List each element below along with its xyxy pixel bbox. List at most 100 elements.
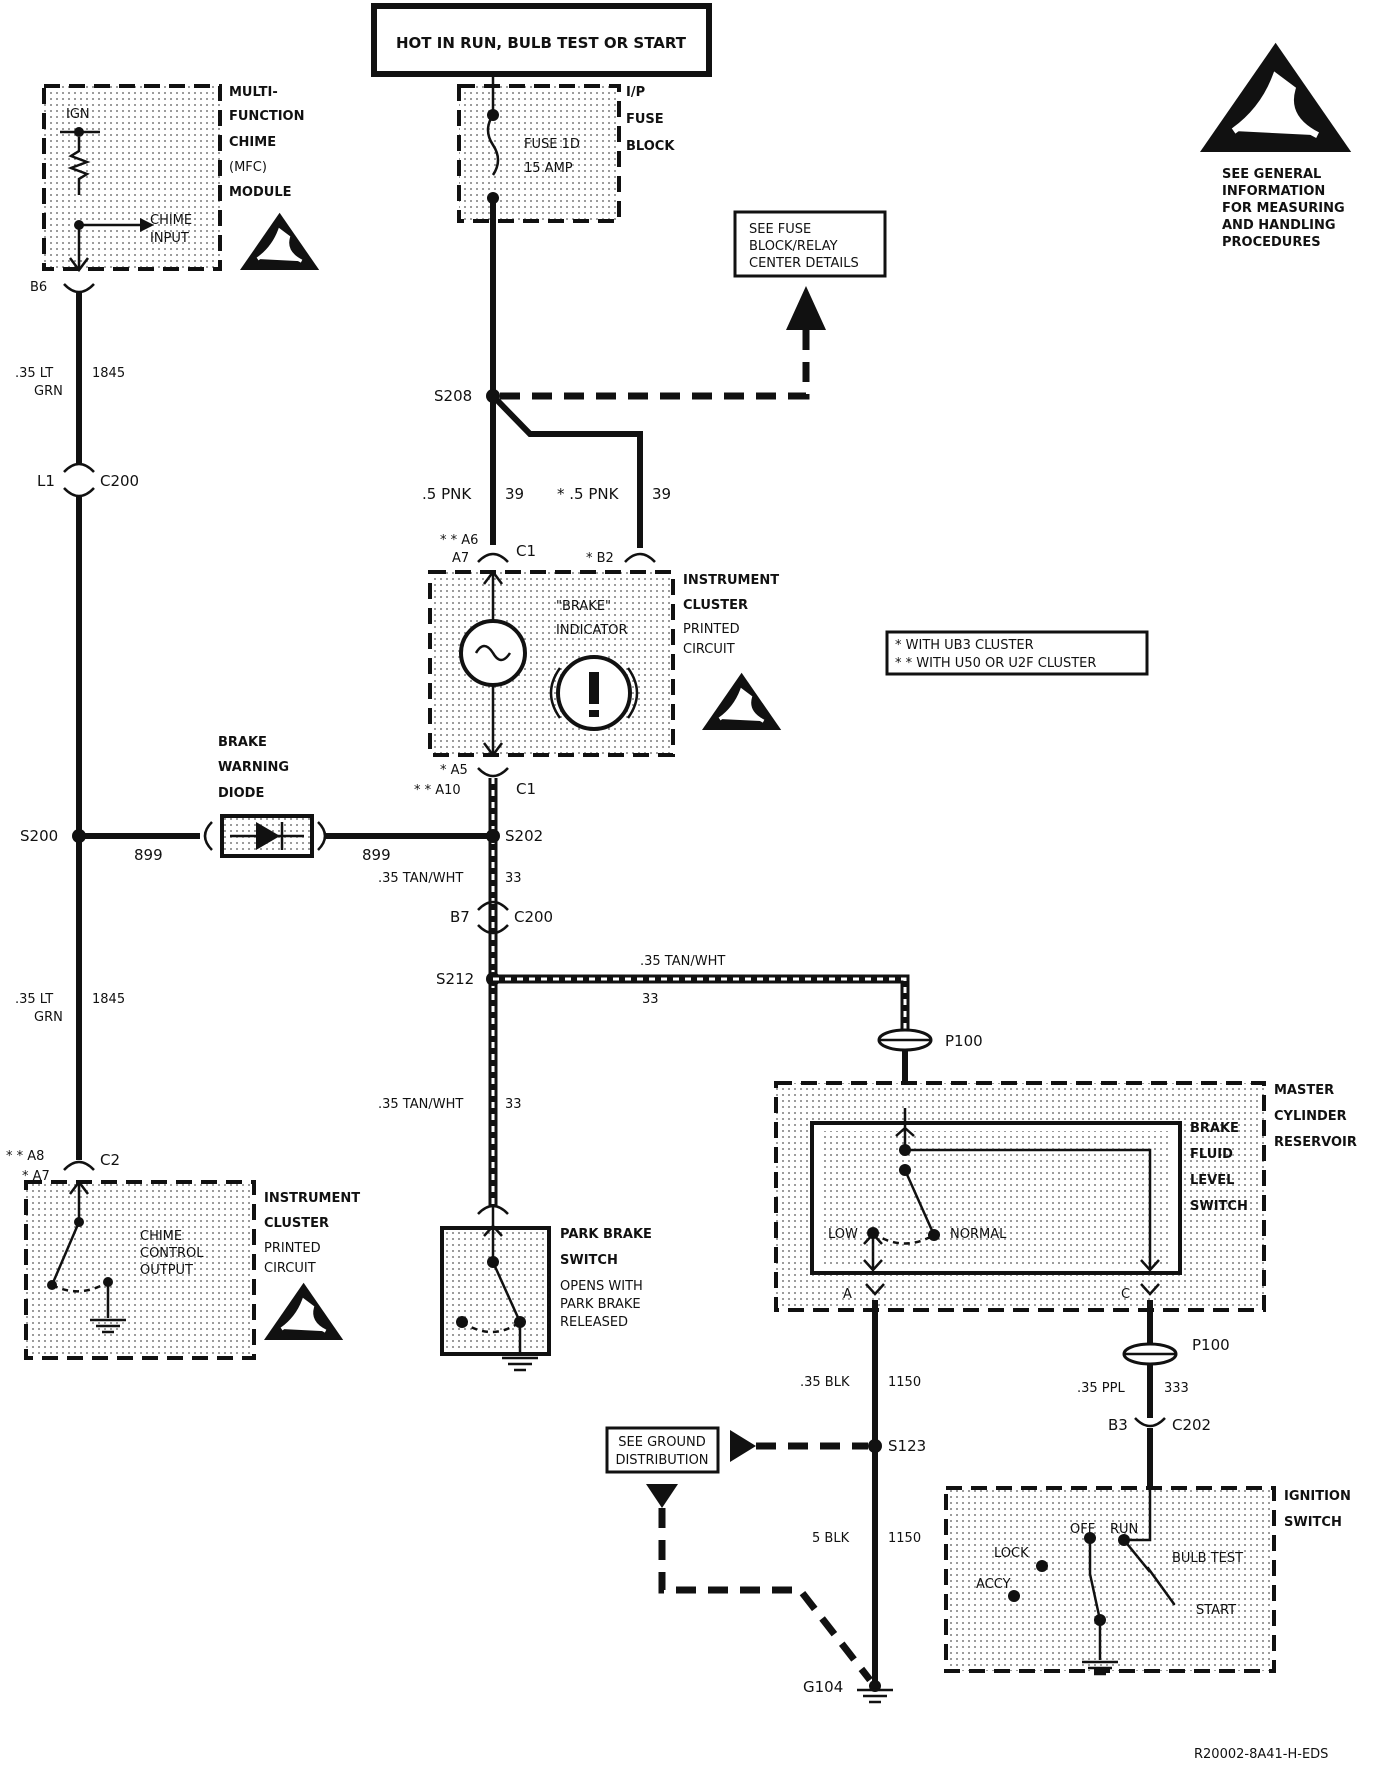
tan2-num: 33 (642, 992, 659, 1007)
ign-label: IGN (66, 107, 90, 122)
fuse-label: FUSE 1D (524, 137, 580, 152)
legend-line-2: * * WITH U50 OR U2F CLUSTER (895, 656, 1096, 671)
chime-output-label-2: CONTROL (140, 1246, 204, 1261)
c202-connector (1134, 1417, 1166, 1428)
c200-l1-connector-top (63, 462, 95, 473)
c1-top-b2-connector (624, 552, 656, 563)
hot-in-run-label-box: HOT IN RUN, BULB TEST OR START (371, 3, 712, 77)
diode-name-2: WARNING (218, 760, 289, 775)
legend-line-1: * WITH UB3 CLUSTER (895, 638, 1034, 653)
blk2-gauge: 5 BLK (812, 1531, 850, 1546)
brake-fluid-name-3: LEVEL (1190, 1173, 1234, 1188)
bulb-test-label: BULB TEST (1172, 1551, 1243, 1566)
s123-label: S123 (888, 1437, 926, 1455)
w1845-top-num: 1845 (92, 366, 125, 381)
ip-fuse-block: FUSE 1D 15 AMP I/P FUSE BLOCK (457, 74, 675, 223)
tan3-gauge: .35 TAN/WHT (378, 1097, 463, 1112)
mfc-name-2: FUNCTION (229, 109, 305, 124)
c202-label: C202 (1172, 1416, 1211, 1434)
mfc-name-4: (MFC) (229, 160, 267, 175)
blk1-gauge: .35 BLK (800, 1375, 850, 1390)
brake-warning-diode: BRAKE WARNING DIODE (203, 735, 327, 858)
c1-top-a7-connector (477, 552, 509, 563)
w1845-top-gauge-2: GRN (34, 384, 63, 399)
b3-label: B3 (1108, 1416, 1128, 1434)
instrument-cluster-bottom: CHIME CONTROL OUTPUT INSTRUMENT CLUSTER … (24, 1179, 360, 1360)
park-brake-desc-2: PARK BRAKE (560, 1297, 641, 1312)
c1-bottom-label: C1 (516, 780, 536, 798)
ignition-switch: LOCK OFF RUN ACCY BULB TEST START IGNITI… (944, 1486, 1351, 1676)
mfc-name-5: MODULE (229, 185, 292, 200)
b7-label: B7 (450, 908, 470, 926)
a7-top-label: A7 (452, 551, 469, 566)
chime-output-label-1: CHIME (140, 1229, 182, 1244)
c200-b7-connector-bot (477, 924, 509, 935)
mfc-name-3: CHIME (229, 135, 276, 150)
cluster-bot-name-4: CIRCUIT (264, 1261, 316, 1276)
p100-bottom-label: P100 (1192, 1336, 1230, 1354)
s202-label: S202 (505, 827, 543, 845)
instrument-cluster-top: "BRAKE" INDICATOR INSTRUMENT CLUSTER PRI… (428, 569, 779, 758)
ppl-num: 333 (1164, 1381, 1189, 1396)
w899-left-label: 899 (134, 846, 163, 864)
esd-cluster-bottom-icon (262, 1281, 345, 1342)
see-fuse-details-box: SEE FUSE BLOCK/RELAY CENTER DETAILS (733, 210, 887, 278)
tan1-gauge: .35 TAN/WHT (378, 871, 463, 886)
ignition-name-2: SWITCH (1284, 1515, 1342, 1530)
pnk-right-gauge: * .5 PNK (557, 485, 620, 503)
c1-bottom-connector (477, 767, 509, 778)
lock-label: LOCK (994, 1546, 1029, 1561)
tan1-num: 33 (505, 871, 522, 886)
park-brake-desc-1: OPENS WITH (560, 1279, 643, 1294)
brake-fluid-name-2: FLUID (1190, 1147, 1233, 1162)
brake-fluid-name-4: SWITCH (1190, 1199, 1248, 1214)
c2-label: C2 (100, 1151, 120, 1169)
w899-right-label: 899 (362, 846, 391, 864)
blk1-num: 1150 (888, 1375, 921, 1390)
pin-a-label: A (843, 1287, 852, 1302)
ignition-name-1: IGNITION (1284, 1489, 1351, 1504)
a6-label: * * A6 (440, 533, 478, 548)
tan3-num: 33 (505, 1097, 522, 1112)
arrow-left-icon (730, 1430, 756, 1462)
chime-input-label-2: INPUT (150, 231, 189, 246)
esd-note-line-1: SEE GENERAL (1222, 167, 1321, 182)
park-brake-name-1: PARK BRAKE (560, 1227, 652, 1242)
master-cylinder-reservoir: LOW NORMAL BRAKE FLUID LEVEL SWITCH MAST… (774, 1081, 1357, 1312)
arrow-up-icon (786, 286, 826, 330)
brake-indicator-label-1: "BRAKE" (556, 599, 611, 614)
b2-label: * B2 (586, 551, 614, 566)
park-brake-desc-3: RELEASED (560, 1315, 628, 1330)
see-ground-distribution-box: SEE GROUND DISTRIBUTION (605, 1426, 720, 1474)
accy-label: ACCY (976, 1577, 1011, 1592)
splice-s202 (486, 829, 500, 843)
fuse-block-name-3: BLOCK (626, 139, 675, 154)
ground-dist-line-2: DISTRIBUTION (615, 1453, 708, 1468)
wire-33-to-p100 (493, 974, 910, 1040)
b6-label: B6 (30, 280, 47, 295)
diode-icon (256, 822, 280, 850)
c1-top-label: C1 (516, 542, 536, 560)
fuse-block-name-2: FUSE (626, 112, 664, 127)
park-brake-name-2: SWITCH (560, 1253, 618, 1268)
esd-note-line-2: INFORMATION (1222, 184, 1325, 199)
cluster-bot-name-2: CLUSTER (264, 1216, 329, 1231)
s200-label: S200 (20, 827, 58, 845)
chime-input-label-1: CHIME (150, 213, 192, 228)
diode-name-3: DIODE (218, 786, 264, 801)
blk2-num: 1150 (888, 1531, 921, 1546)
esd-note-line-5: PROCEDURES (1222, 235, 1321, 250)
pnk-left-gauge: .5 PNK (422, 485, 472, 503)
c2-connector (63, 1160, 95, 1171)
l1-label: L1 (37, 472, 55, 490)
a10-label: * * A10 (414, 783, 461, 798)
legend: * WITH UB3 CLUSTER * * WITH U50 OR U2F C… (885, 630, 1149, 676)
hot-in-run-label: HOT IN RUN, BULB TEST OR START (396, 34, 687, 52)
brake-fluid-name-1: BRAKE (1190, 1121, 1239, 1136)
brake-indicator-label-2: INDICATOR (556, 623, 628, 638)
pin-c-label: C (1121, 1287, 1130, 1302)
p100-bottom-connector: P100 (1122, 1336, 1230, 1366)
cluster-bot-name-1: INSTRUMENT (264, 1191, 360, 1206)
cluster-bot-name-3: PRINTED (264, 1241, 321, 1256)
run-label: RUN (1110, 1522, 1138, 1537)
